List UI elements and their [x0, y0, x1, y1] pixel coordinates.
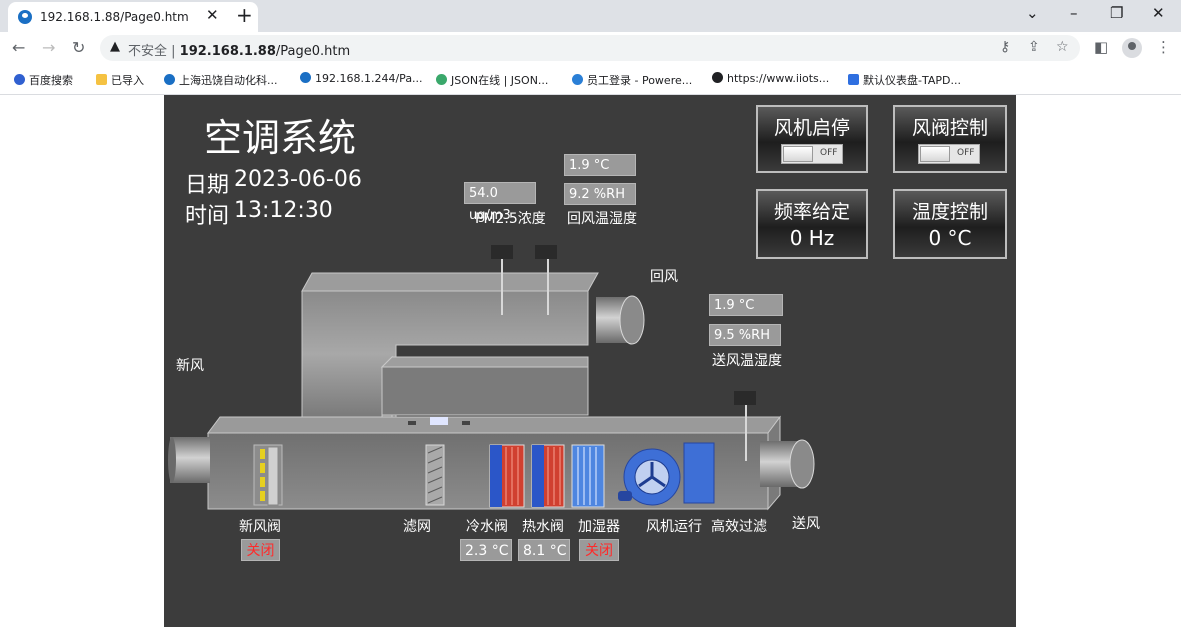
tapd-icon: [848, 74, 859, 85]
time-value: 13:12:30: [234, 198, 333, 223]
reload-icon[interactable]: ↻: [72, 38, 86, 57]
chilled-water-valve-label: 冷水阀: [466, 519, 508, 535]
time-label: 时间: [185, 204, 230, 229]
fan-start-stop-label: 风机启停: [773, 117, 850, 139]
back-icon[interactable]: ←: [12, 38, 26, 57]
browser-toolbar: ← → ↻ ▲ 不安全 | 192.168.1.88/Page0.htm ⚷ ⇪…: [0, 32, 1181, 64]
toggle-knob: [920, 146, 950, 162]
return-air-temp: 1.9 °C: [564, 154, 636, 176]
fresh-air-valve-state: 关闭: [241, 539, 280, 561]
bookmark-item[interactable]: JSON在线 | JSON...: [436, 72, 548, 88]
return-air-outlet-label: 回风: [650, 269, 678, 285]
site-icon: [300, 72, 311, 83]
url-host: 192.168.1.88: [179, 44, 276, 59]
toggle-knob: [783, 146, 813, 162]
share-icon[interactable]: ⇪: [1028, 39, 1040, 55]
damper-control-label: 风阀控制: [911, 117, 988, 139]
minimize-icon[interactable]: –: [1070, 4, 1078, 22]
menu-icon[interactable]: ⋮: [1156, 38, 1171, 56]
folder-icon: [96, 74, 107, 85]
date-value: 2023-06-06: [234, 167, 362, 192]
url-text[interactable]: 不安全 | 192.168.1.88/Page0.htm: [128, 44, 351, 59]
address-bar[interactable]: ▲ 不安全 | 192.168.1.88/Page0.htm ⚷ ⇪ ☆: [100, 35, 1080, 61]
bookmark-item[interactable]: 百度搜索: [14, 72, 73, 88]
password-key-icon[interactable]: ⚷: [1000, 39, 1011, 55]
url-path: /Page0.htm: [275, 44, 351, 59]
temperature-control-value: 0 °C: [928, 226, 972, 250]
bookmark-label: 192.168.1.244/Pa...: [315, 72, 423, 85]
tab-search-chevron-icon[interactable]: ⌄: [1026, 4, 1039, 22]
bookmark-label: 上海迅饶自动化科...: [179, 74, 278, 87]
hot-water-valve-label: 热水阀: [522, 519, 564, 535]
hot-water-valve-value: 8.1 °C: [518, 539, 570, 561]
humidifier-state: 关闭: [579, 539, 619, 561]
hvac-panel: 空调系统 日期 2023-06-06 时间 13:12:30 风机启停 OFF …: [164, 95, 1016, 627]
security-label: 不安全: [128, 44, 168, 59]
supply-outlet-label: 送风: [792, 516, 820, 532]
site-icon: [164, 74, 175, 85]
supply-air-label: 送风温湿度: [712, 353, 782, 369]
side-panel-icon[interactable]: ◧: [1094, 38, 1109, 56]
bookmark-item[interactable]: 默认仪表盘-TAPD...: [848, 72, 961, 88]
restore-icon[interactable]: ❐: [1110, 4, 1124, 22]
globe-icon: [712, 72, 723, 83]
hvac-diagram: [168, 245, 815, 511]
tab-title: 192.168.1.88/Page0.htm: [40, 10, 189, 24]
frequency-setpoint-value: 0 Hz: [789, 226, 835, 250]
damper-control[interactable]: 风阀控制 OFF: [893, 105, 1007, 173]
date-label: 日期: [185, 173, 230, 198]
humidifier-label: 加湿器: [578, 519, 620, 535]
bookmark-label: JSON在线 | JSON...: [451, 74, 549, 87]
browser-tab[interactable]: 192.168.1.88/Page0.htm ✕: [8, 2, 258, 32]
gear-icon: [436, 74, 447, 85]
warning-icon[interactable]: ▲: [110, 39, 120, 54]
pm25-label: PM2.5浓度: [475, 211, 546, 227]
fresh-air-valve-label: 新风阀: [239, 519, 281, 535]
toggle-state: OFF: [957, 148, 975, 158]
frequency-setpoint-button[interactable]: 频率给定 0 Hz: [756, 189, 868, 259]
profile-avatar-icon[interactable]: [1122, 38, 1142, 58]
bookmark-item[interactable]: 192.168.1.244/Pa...: [300, 72, 423, 85]
damper-control-toggle[interactable]: OFF: [918, 144, 980, 164]
bookmark-label: https://www.iiots...: [727, 72, 830, 85]
bookmark-item[interactable]: 上海迅饶自动化科...: [164, 72, 278, 88]
bookmark-folder[interactable]: 已导入: [96, 72, 144, 88]
bookmark-label: 默认仪表盘-TAPD...: [863, 74, 961, 87]
hepa-filter-label: 高效过滤: [711, 519, 767, 535]
return-air-label: 回风温湿度: [567, 211, 637, 227]
bookmark-item[interactable]: https://www.iiots...: [712, 72, 829, 85]
frequency-setpoint-label: 频率给定: [773, 201, 850, 223]
bookmark-label: 员工登录 - Powere...: [587, 74, 693, 87]
fan-start-stop-control[interactable]: 风机启停 OFF: [756, 105, 868, 173]
pm25-value: 54.0 ug/m3: [464, 182, 536, 223]
bookmark-item[interactable]: 员工登录 - Powere...: [572, 72, 692, 88]
chilled-water-valve-value: 2.3 °C: [460, 539, 512, 561]
close-window-icon[interactable]: ✕: [1152, 4, 1165, 22]
bookmark-label: 已导入: [111, 74, 144, 87]
supply-air-humidity: 9.5 %RH: [709, 324, 781, 346]
tab-close-icon[interactable]: ✕: [206, 6, 219, 24]
browser-tabstrip: 192.168.1.88/Page0.htm ✕ + ⌄ – ❐ ✕: [0, 0, 1181, 32]
bookmarks-bar: 百度搜索 已导入 上海迅饶自动化科... 192.168.1.244/Pa...…: [0, 64, 1181, 95]
site-favicon-icon: [18, 10, 32, 24]
forward-icon[interactable]: →: [42, 38, 56, 57]
fan-running-label: 风机运行: [646, 519, 702, 535]
fan-start-stop-toggle[interactable]: OFF: [781, 144, 843, 164]
shield-icon: [572, 74, 583, 85]
bookmark-star-icon[interactable]: ☆: [1056, 39, 1069, 55]
new-tab-icon[interactable]: +: [236, 3, 253, 27]
return-air-humidity: 9.2 %RH: [564, 183, 636, 205]
toggle-state: OFF: [820, 148, 838, 158]
bookmark-label: 百度搜索: [29, 74, 73, 87]
page-title: 空调系统: [204, 116, 357, 160]
temperature-control-label: 温度控制: [911, 201, 988, 223]
temperature-control-button[interactable]: 温度控制 0 °C: [893, 189, 1007, 259]
filter-label: 滤网: [403, 519, 431, 535]
paw-icon: [14, 74, 25, 85]
supply-air-temp: 1.9 °C: [709, 294, 783, 316]
fresh-air-label: 新风: [176, 358, 204, 374]
